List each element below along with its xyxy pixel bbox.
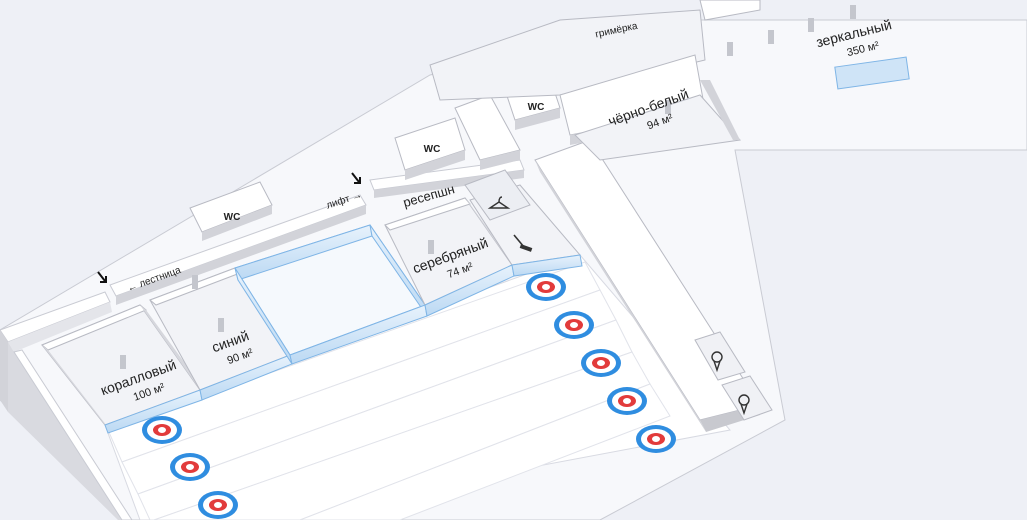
wc-block-2	[394, 117, 466, 180]
kiosk-2	[721, 375, 773, 421]
coat-hanger-icon	[487, 196, 511, 209]
curling-target-icon	[636, 425, 676, 453]
curling-target-icon	[581, 349, 621, 377]
wc-block-1	[189, 181, 273, 241]
mirror-room-window	[834, 56, 910, 90]
curling-targets	[142, 273, 676, 519]
wc-label-1: WC	[224, 212, 241, 223]
cloakroom	[464, 169, 531, 221]
curling-target-icon	[142, 416, 182, 444]
glass-wall	[511, 254, 583, 277]
curling-lane	[299, 383, 671, 520]
column-markers	[120, 5, 856, 369]
curling-target-icon	[554, 311, 594, 339]
ice-cream-icon	[711, 351, 723, 373]
curling-target-icon	[526, 273, 566, 301]
ice-cream-icon	[738, 394, 750, 416]
wc-label-3: WC	[528, 102, 545, 113]
wc-label-2: WC	[424, 144, 441, 155]
kiosk-1	[694, 331, 746, 381]
glass-hall	[234, 224, 428, 365]
curling-broom-icon	[513, 234, 533, 252]
core-blocks	[454, 94, 521, 170]
curling-target-icon	[607, 387, 647, 415]
curling-lanes	[107, 261, 671, 520]
curling-target-icon	[170, 453, 210, 481]
curling-target-icon	[198, 491, 238, 519]
arrow-down-icon	[97, 271, 107, 283]
outer-walls	[0, 291, 133, 520]
room-blackwhite	[574, 80, 741, 161]
arrow-down-icon	[351, 172, 361, 184]
